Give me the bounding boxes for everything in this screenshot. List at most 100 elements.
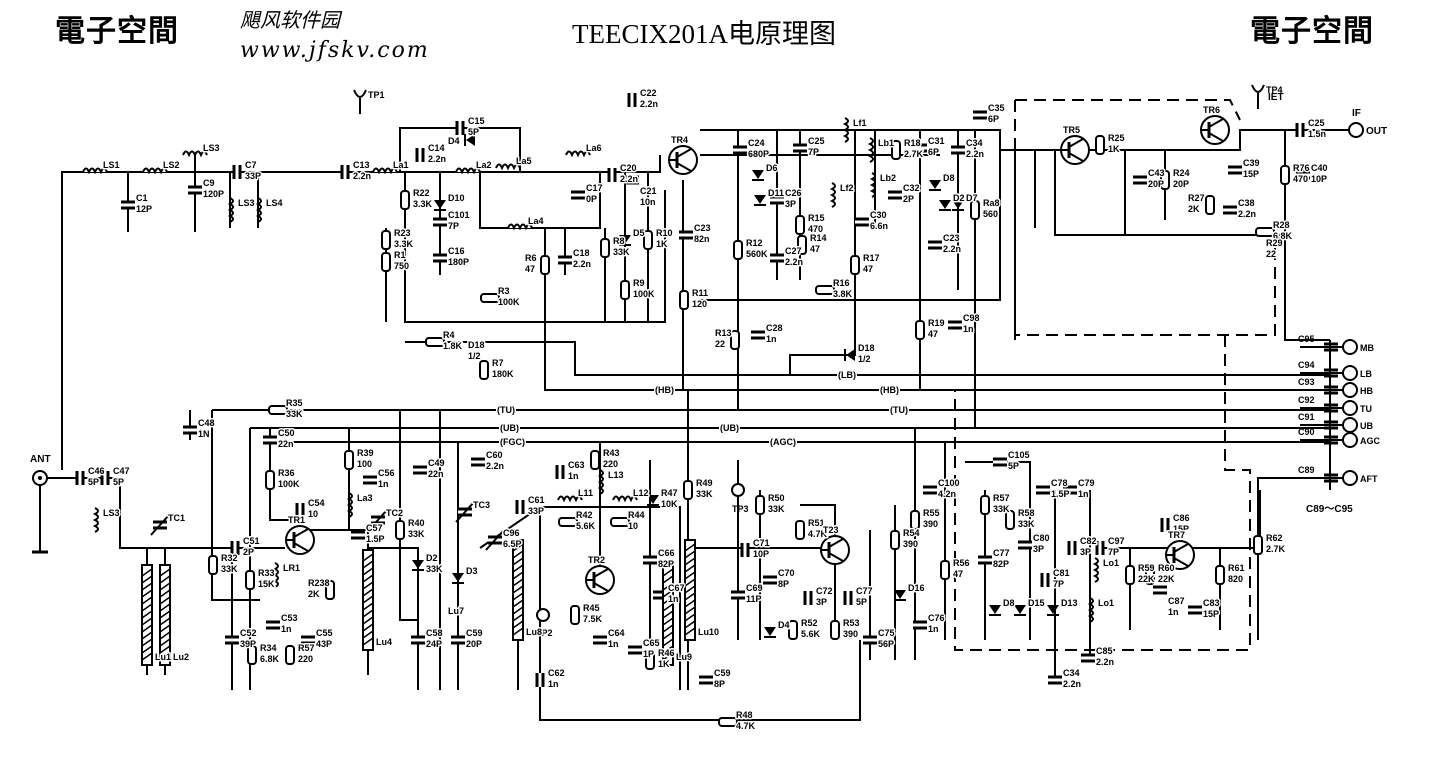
bus-label: (TU) — [890, 405, 908, 415]
component-lo1 — [1087, 597, 1094, 623]
component-ref: D16 — [908, 583, 925, 593]
component-tr4 — [668, 145, 698, 175]
component-d8 — [989, 605, 1001, 616]
component-ref: La3 — [357, 493, 373, 503]
component-ref: C100 — [938, 478, 960, 488]
connector-cap: C91 — [1298, 412, 1315, 422]
component-c28 — [751, 330, 765, 340]
component-value: 22K — [1158, 574, 1175, 584]
component-d6 — [752, 170, 764, 181]
component-value: 1n — [568, 471, 579, 481]
if-label: IF — [1352, 108, 1361, 119]
component-value: 2P — [903, 194, 914, 204]
component-c87 — [1153, 585, 1167, 595]
component-c15 — [455, 121, 465, 135]
component-ref: Lb2 — [880, 173, 896, 183]
component-la6 — [565, 150, 591, 158]
component-lu8 — [512, 539, 524, 641]
component-c53 — [266, 620, 280, 630]
component-la4 — [507, 223, 533, 231]
test-point-tp4[interactable]: TP4 — [1251, 84, 1283, 109]
component-value: 6.5P — [503, 539, 522, 549]
antenna-input[interactable]: ANT — [30, 454, 51, 554]
component-r55 — [910, 510, 920, 530]
component-ref: C35 — [988, 103, 1005, 113]
component-ref: R16 — [833, 278, 850, 288]
component-ref: C76 — [928, 613, 945, 623]
connector-cap: C94 — [1298, 360, 1315, 370]
component-tr6-labels: TR6 — [1202, 104, 1222, 117]
component-ref: R10 — [656, 228, 673, 238]
connector-label: HB — [1360, 386, 1373, 396]
component-value: 120 — [692, 299, 707, 309]
component-ref: R58 — [1018, 508, 1035, 518]
component-value: 33K — [1018, 519, 1035, 529]
component-value: 2.2n — [640, 99, 658, 109]
component-value: 1n — [668, 594, 679, 604]
component-ref: R36 — [278, 468, 295, 478]
component-value: 2.2n — [943, 244, 961, 254]
component-tr7 — [1165, 540, 1195, 570]
component-ref: TR7 — [1168, 530, 1185, 540]
component-c31 — [913, 143, 927, 153]
component-value: 2K — [308, 589, 320, 599]
component-r11 — [679, 290, 689, 310]
component-ref: R17 — [863, 253, 880, 263]
component-c100 — [923, 485, 937, 495]
component-d2-labels: D2 — [952, 192, 967, 205]
component-lr1-labels: LR1 — [282, 562, 302, 575]
component-d15 — [1014, 605, 1026, 616]
component-lu9-labels: Lu9 — [675, 651, 694, 664]
component-ref: R19 — [928, 318, 945, 328]
component-ref: C34 — [966, 138, 983, 148]
test-point-tp3[interactable]: TP3 — [731, 483, 749, 514]
component-ref: D4 — [778, 620, 790, 630]
component-ref: C61 — [528, 495, 545, 505]
test-point-tp2[interactable]: TP2 — [536, 608, 553, 638]
component-ref: C105 — [1008, 450, 1030, 460]
component-tr2 — [585, 565, 615, 595]
component-value: 1n — [548, 679, 559, 689]
component-value: 1P — [643, 649, 654, 659]
component-value: 1K — [658, 659, 670, 669]
component-ref: C18 — [573, 248, 590, 258]
component-ref: C77 — [856, 586, 873, 596]
component-lu7-labels: Lu7 — [447, 605, 466, 618]
component-c69 — [731, 590, 745, 600]
test-point-tp1[interactable]: TP1 — [353, 89, 385, 114]
component-d4-labels: D4 — [777, 619, 792, 632]
component-ref: C40 — [1311, 163, 1328, 173]
component-ref: C86 — [1173, 513, 1190, 523]
component-r18 — [891, 140, 901, 160]
component-ref: C57 — [366, 523, 383, 533]
component-c75 — [863, 635, 877, 645]
component-r28 — [1255, 227, 1275, 237]
component-ref: C31 — [928, 136, 945, 146]
component-c82 — [1067, 541, 1077, 555]
